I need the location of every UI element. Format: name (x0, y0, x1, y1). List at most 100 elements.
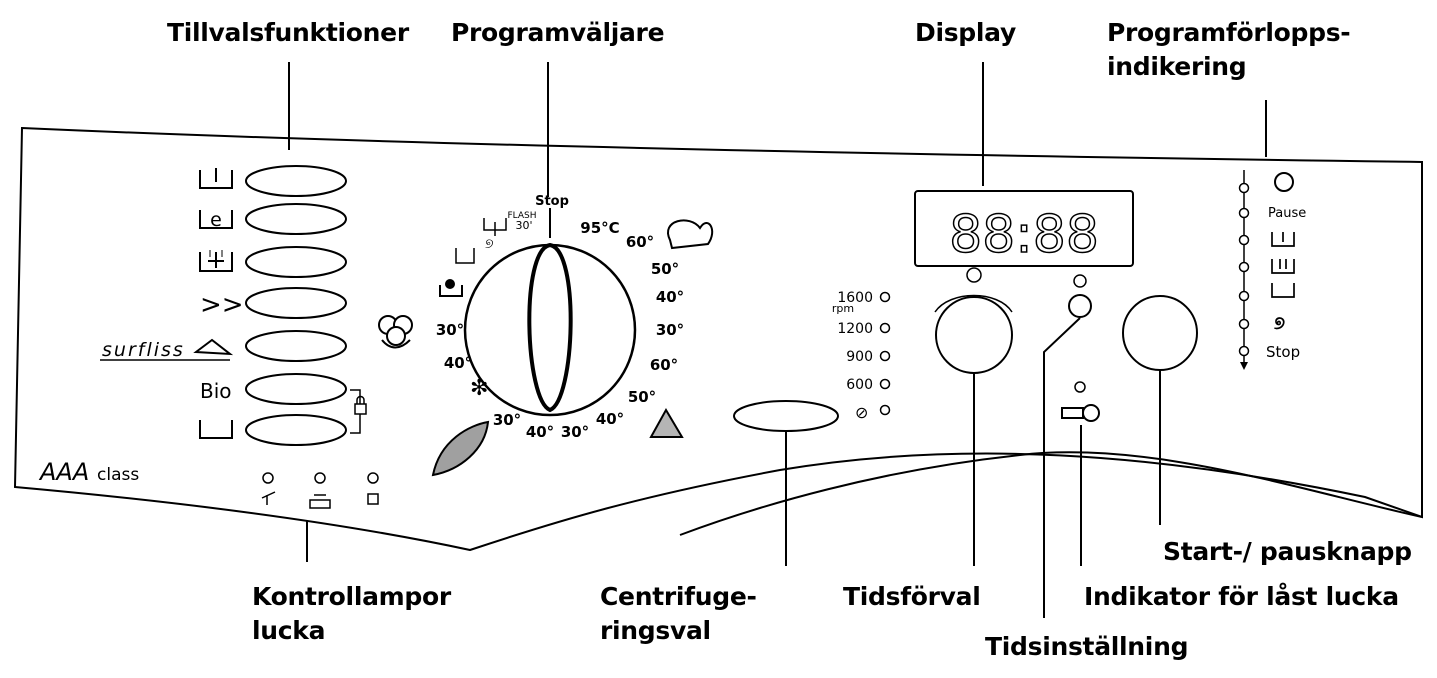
callout-programforlopp-line1: Programförlopps- (1107, 18, 1351, 47)
dial-pointer (527, 242, 573, 413)
bio-label: Bio (200, 379, 232, 403)
start-pause-button[interactable] (1122, 295, 1198, 371)
logo-aaa: AAA (38, 458, 89, 486)
dial-label-left-0: 30° (436, 321, 464, 339)
progress-timer-icon (1274, 172, 1294, 192)
progress-rinse-icon (1271, 259, 1295, 274)
progress-lamp-3 (1238, 261, 1250, 273)
lock-icon-small (354, 395, 367, 415)
water-tap-icon (261, 491, 276, 505)
callout-tidsinstallning: Tidsinställning (985, 632, 1189, 661)
rpm-unit-label: rpm (832, 302, 854, 315)
progress-lamp-2 (1238, 234, 1250, 246)
option-button-quick[interactable] (245, 287, 347, 319)
eco-icon (199, 210, 233, 229)
rpm-lamp-1600 (879, 291, 891, 303)
option-button-easy-iron[interactable] (245, 330, 347, 362)
rpm-lamp-900 (879, 350, 891, 362)
snowflake-icon: ✻ (470, 376, 488, 401)
door-lamps (261, 472, 379, 509)
callout-kontrollampor-line2: lucka (252, 616, 326, 645)
key-icon (1061, 404, 1100, 422)
dial-flash-line2: 30' (515, 219, 532, 232)
option-button-bio[interactable] (245, 373, 347, 405)
callout-start-paus: Start-/ pausknapp (1163, 537, 1412, 566)
progress-lamp-6 (1238, 345, 1250, 357)
cotton-flower-icon (667, 219, 714, 250)
callout-programforlopp-line2: indikering (1107, 52, 1247, 81)
option-button-no-spin[interactable] (245, 414, 347, 446)
callout-programvaljare: Programväljare (451, 18, 665, 47)
door-lock-icon (367, 493, 379, 505)
option-button-extra-rinse[interactable] (245, 246, 347, 278)
dial-label-right-5: 60° (650, 356, 678, 374)
dial-flash-line1: FLASH (507, 211, 536, 221)
delay-start-knob[interactable] (935, 296, 1013, 374)
rpm-value-1200: 1200 (837, 321, 873, 337)
dial-label-right-3: 40° (656, 288, 684, 306)
iron-icon (193, 338, 234, 356)
progress-lamp-4 (1238, 290, 1250, 302)
progress-lamp-1 (1238, 207, 1250, 219)
no-spin-icon (199, 420, 233, 439)
progress-lamp-0 (1238, 182, 1250, 194)
option-button-prewash[interactable] (245, 165, 347, 197)
dial-label-left-1: 40° (444, 354, 472, 372)
progress-arrow (1240, 362, 1248, 370)
delay-clock-icon (966, 267, 982, 283)
dial-label-right-0: 95°C (580, 219, 619, 237)
progress-lamp-5 (1238, 318, 1250, 330)
display-digits: 88:88 (949, 205, 1099, 265)
drain-icon (483, 218, 507, 236)
leader-tidsinstallning (1043, 317, 1081, 618)
dial-label-bottom-0: 30° (493, 411, 521, 429)
dial-label-bottom-1: 40° (526, 423, 554, 441)
progress-stop-label: Stop (1266, 343, 1300, 361)
progress-wash-icon (1271, 232, 1295, 247)
wool-icon (649, 407, 684, 438)
dial-label-right-4: 30° (656, 321, 684, 339)
program-dial[interactable] (463, 243, 637, 417)
rpm-value-600: 600 (846, 377, 873, 393)
no-spin-lamp (879, 404, 891, 416)
time-setting-clock-icon (1073, 274, 1087, 288)
progress-spin-icon: ୭ (1274, 313, 1285, 334)
soak-icon (439, 285, 463, 297)
callout-centrifug-line1: Centrifuge- (600, 582, 757, 611)
dial-label-bottom-2: 30° (561, 423, 589, 441)
lamp-water (262, 472, 274, 484)
extra-rinse-icon (199, 250, 233, 272)
easy-iron-label: surfliss (102, 339, 185, 361)
digital-display (914, 190, 1134, 267)
time-setting-button[interactable] (1068, 294, 1092, 318)
dial-label-right-6: 50° (628, 388, 656, 406)
rpm-lamp-600 (879, 378, 891, 390)
door-locked-lamp (1074, 381, 1086, 393)
rpm-lamp-1200 (879, 322, 891, 334)
rpm-value-1600: 1600 (837, 290, 873, 306)
spin-select-button[interactable] (733, 400, 839, 432)
energy-class-label: class (97, 465, 139, 485)
dial-stop-label: Stop (535, 194, 569, 209)
callout-indikator: Indikator för låst lucka (1084, 582, 1399, 611)
panel-curve (679, 451, 1423, 536)
dial-label-right-1: 60° (626, 233, 654, 251)
no-spin-symbol: ⊘ (855, 403, 868, 422)
option-buttons (245, 165, 347, 446)
rinse-icon (455, 248, 475, 264)
progress-lamps (1238, 182, 1250, 357)
rotate-arrow-icon (381, 339, 411, 349)
lamp-lock (367, 472, 379, 484)
lamp-detergent (314, 472, 326, 484)
feather-icon (431, 420, 490, 477)
callout-centrifug-line2: ringsval (600, 616, 711, 645)
spin-program-icon: ୭ (485, 236, 494, 252)
callout-tidsforval: Tidsförval (843, 582, 981, 611)
prewash-icon (199, 168, 233, 189)
option-button-eco[interactable] (245, 203, 347, 235)
delay-rotation-arrow (934, 294, 1013, 313)
detergent-icon (309, 494, 331, 509)
soak-icon-dot (445, 279, 455, 289)
